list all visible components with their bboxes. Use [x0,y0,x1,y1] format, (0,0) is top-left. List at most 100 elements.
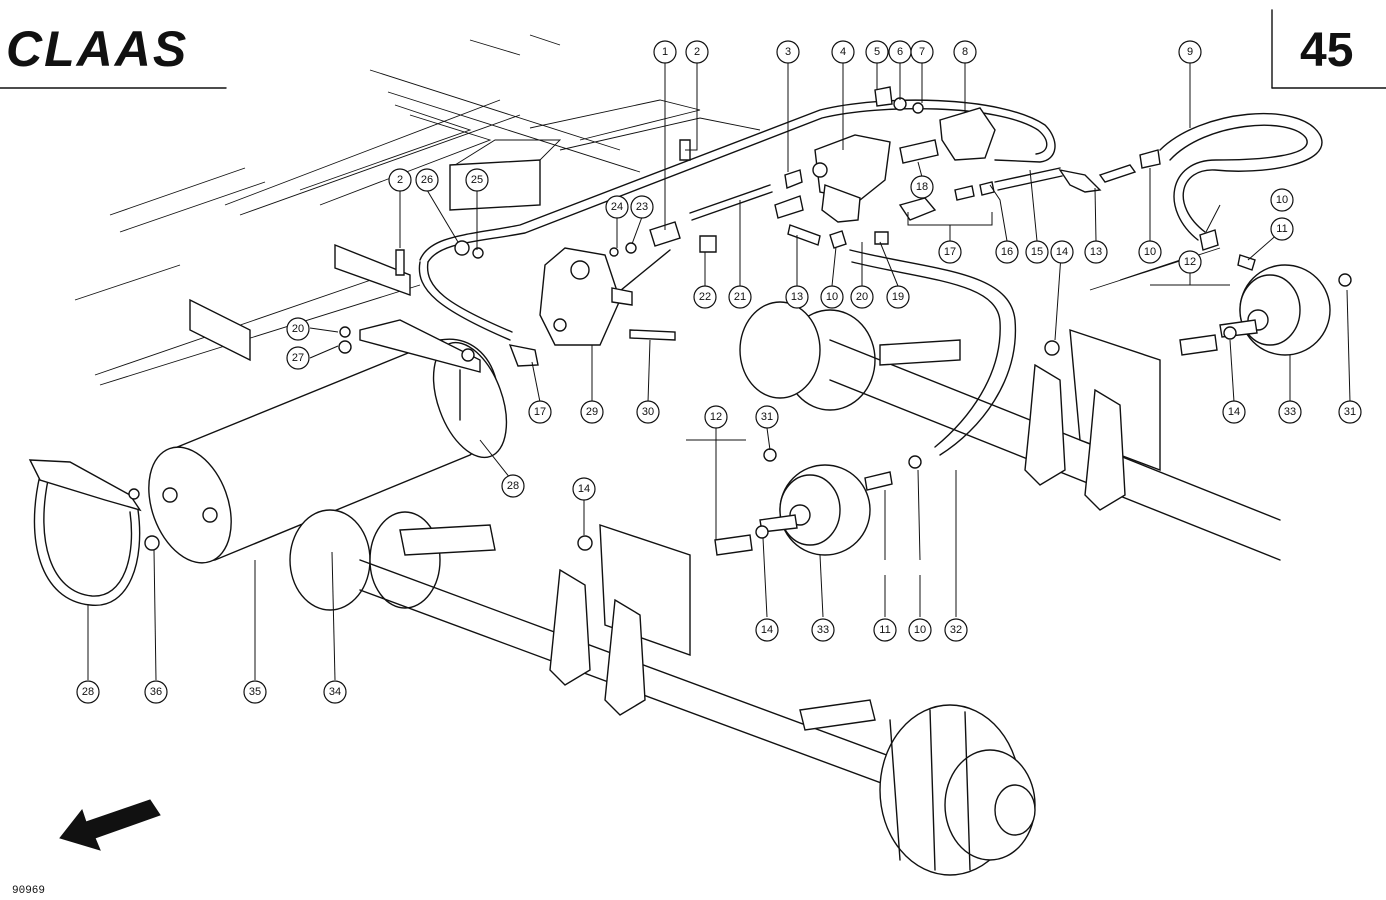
callout[interactable]: 29 [580,400,604,424]
callout-label: 10 [826,291,838,303]
callout-label: 16 [1001,246,1013,258]
callout-label: 9 [1187,46,1193,58]
callout[interactable]: 4 [831,40,855,64]
callout[interactable]: 10 [1270,188,1294,212]
header: CLAAS 45 [0,9,1386,89]
callout[interactable]: 10 [820,285,844,309]
callout[interactable]: 32 [944,618,968,642]
callout-label: 35 [249,686,261,698]
callout-label: 3 [785,46,791,58]
callout[interactable]: 1 [653,40,677,64]
callout-label: 33 [1284,406,1296,418]
relay-valve [814,134,891,201]
callout[interactable]: 31 [1338,400,1362,424]
callout-label: 32 [950,624,962,636]
callout[interactable]: 35 [243,680,267,704]
callout[interactable]: 17 [938,240,962,264]
callout[interactable]: 3 [776,40,800,64]
callout-label: 24 [611,201,623,213]
callout[interactable]: 5 [865,40,889,64]
callout[interactable]: 2 [685,40,709,64]
callout[interactable]: 24 [605,195,629,219]
callout[interactable]: 13 [785,285,809,309]
callout-label: 10 [1144,246,1156,258]
callout[interactable]: 10 [908,618,932,642]
callout[interactable]: 8 [953,40,977,64]
callout[interactable]: 15 [1025,240,1049,264]
callout[interactable]: 12 [704,405,728,429]
callout[interactable]: 10 [1138,240,1162,264]
callout-label: 15 [1031,246,1043,258]
callout[interactable]: 2 [388,168,412,192]
control-valve [939,107,996,161]
brand-logo: CLAAS [6,21,188,77]
callout-label: 36 [150,686,162,698]
callout[interactable]: 18 [910,175,934,199]
callout[interactable]: 30 [636,400,660,424]
leader-lines [87,60,1351,681]
page-number: 45 [1300,24,1353,77]
callout-label: 33 [817,624,829,636]
callout[interactable]: 9 [1178,40,1202,64]
callout[interactable]: 36 [144,680,168,704]
callout-label: 31 [1344,406,1356,418]
rear-axle [739,301,1281,561]
brake-cylinders [577,229,1352,556]
callout[interactable]: 14 [755,618,779,642]
callout-label: 31 [761,411,773,423]
callout-label: 17 [944,246,956,258]
callout[interactable]: 33 [1278,400,1302,424]
callout-label: 5 [874,46,880,58]
callout[interactable]: 11 [1270,217,1294,241]
callout[interactable]: 12 [1178,250,1202,274]
drawing-number: 90969 [12,885,45,897]
callout[interactable]: 34 [323,680,347,704]
air-reservoir [144,319,508,564]
callout[interactable]: 33 [811,618,835,642]
callout-label: 6 [897,46,903,58]
callout[interactable]: 27 [286,346,310,370]
callout-label: 34 [329,686,341,698]
callout[interactable]: 20 [850,285,874,309]
callout-label: 30 [642,406,654,418]
callout-label: 20 [856,291,868,303]
callout[interactable]: 21 [728,285,752,309]
callout-label: 28 [82,686,94,698]
callout[interactable]: 16 [995,240,1019,264]
callout-label: 29 [586,406,598,418]
callouts: 1 2 3 4 5 6 7 8 9 2 26 25 24 23 22 21 13… [76,40,1362,704]
callout-label: 21 [734,291,746,303]
callout[interactable]: 7 [910,40,934,64]
callout[interactable]: 19 [886,285,910,309]
callout-label: 14 [578,483,590,495]
callout[interactable]: 28 [76,680,100,704]
callout-label: 23 [636,201,648,213]
callout[interactable]: 17 [528,400,552,424]
callout[interactable]: 28 [501,474,525,498]
callout[interactable]: 25 [465,168,489,192]
callout-label: 12 [710,411,722,423]
callout[interactable]: 22 [693,285,717,309]
callout[interactable]: 14 [1222,400,1246,424]
frame-bracket [449,159,541,211]
callout[interactable]: 6 [888,40,912,64]
callout[interactable]: 14 [1050,240,1074,264]
callout-label: 18 [916,181,928,193]
callout[interactable]: 31 [755,405,779,429]
callout-label: 12 [1184,256,1196,268]
callout-label: 14 [1056,246,1068,258]
callout[interactable]: 26 [415,168,439,192]
callout-label: 17 [534,406,546,418]
front-axle [289,509,1036,876]
callout[interactable]: 11 [873,618,897,642]
callout-label: 4 [840,46,846,58]
callout-label: 26 [421,174,433,186]
callout[interactable]: 13 [1084,240,1108,264]
callout-label: 2 [397,174,403,186]
callout-label: 13 [1090,246,1102,258]
callout[interactable]: 23 [630,195,654,219]
callout[interactable]: 14 [572,477,596,501]
callout[interactable]: 20 [286,317,310,341]
valves-and-fittings [395,86,1161,367]
callout-label: 7 [919,46,925,58]
